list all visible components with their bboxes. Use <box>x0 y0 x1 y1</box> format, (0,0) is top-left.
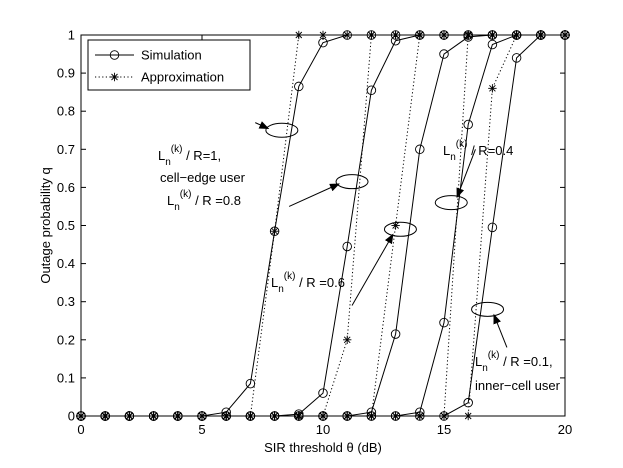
x-tick-label: 10 <box>316 422 330 437</box>
annotation-r04: Ln(k) / R=0.4 <box>434 139 513 211</box>
star-stroke <box>392 222 399 229</box>
data-point-star <box>488 84 497 93</box>
data-point-star <box>270 227 279 236</box>
y-tick-label: 0.5 <box>57 218 75 233</box>
annotation-label-line2: inner−cell user <box>475 378 561 393</box>
data-point-circle <box>366 85 377 95</box>
x-tick-label: 5 <box>198 422 205 437</box>
legend-label: Approximation <box>141 70 224 85</box>
annotation-arrow <box>288 183 340 207</box>
annotation-arrow <box>255 121 270 130</box>
annotation-ellipse <box>335 174 369 190</box>
annotation-ellipse <box>471 301 505 317</box>
legend-box <box>87 39 251 91</box>
annotation-ellipse <box>265 122 299 138</box>
y-tick-label: 0.2 <box>57 332 75 347</box>
legend-label: Simulation <box>141 48 202 63</box>
annotation-label: Ln(k) / R=1, <box>158 144 221 168</box>
x-axis-label: SIR threshold θ (dB) <box>264 440 382 455</box>
y-axis-label: Outage probability q <box>38 167 53 283</box>
y-tick-label: 0.4 <box>57 256 75 271</box>
annotation-arrow <box>351 233 394 306</box>
annotation-ellipse <box>434 195 468 211</box>
data-point-circle <box>439 49 449 59</box>
data-point-circle <box>294 81 304 92</box>
annotation-label-line2: cell−edge user <box>160 170 246 185</box>
data-point-circle <box>318 388 328 398</box>
data-point-circle <box>463 119 473 130</box>
y-tick-label: 0 <box>68 409 75 424</box>
data-point-circle <box>390 329 401 339</box>
annotation-label: Ln(k) / R=0.4 <box>443 139 513 163</box>
data-point-circle <box>439 317 449 328</box>
y-tick-label: 0.8 <box>57 104 75 119</box>
annotation-label: Ln(k) / R =0.1, <box>475 350 553 374</box>
star-stroke <box>343 336 351 344</box>
y-tick-label: 0.9 <box>57 66 75 81</box>
y-tick-label: 0.3 <box>57 294 75 309</box>
data-point-circle <box>487 222 498 233</box>
annotation-r1: Ln(k) / R=1, cell−edge user <box>158 121 299 185</box>
annotation-arrow <box>493 313 508 348</box>
x-tick-label: 20 <box>558 422 572 437</box>
annotation-arrow <box>456 149 476 199</box>
y-tick-label: 0.6 <box>57 180 75 195</box>
data-point-circle <box>342 241 352 252</box>
data-point-circle <box>511 53 522 63</box>
legend-entry-simulation: Simulation <box>95 48 202 63</box>
legend-star-icon <box>110 72 119 82</box>
data-point-circle <box>463 397 473 408</box>
annotation-r06: Ln(k) / R =0.6 <box>271 221 417 306</box>
data-point-circle <box>269 226 280 236</box>
annotation-label: Ln(k) / R =0.6 <box>271 271 345 295</box>
annotation-r08: Ln(k) / R =0.8 <box>167 174 369 213</box>
y-tick-label: 0.1 <box>57 370 75 385</box>
data-point-circle <box>415 144 425 155</box>
x-tick-label: 15 <box>437 422 451 437</box>
y-tick-label: 1 <box>68 28 75 43</box>
y-tick-label: 0.7 <box>57 142 75 157</box>
legend-entry-approximation: Approximation <box>95 70 224 85</box>
annotation-label: Ln(k) / R =0.8 <box>167 189 241 213</box>
annotation-ellipse <box>383 221 417 237</box>
legend-circle-icon <box>109 50 120 60</box>
data-point-circle <box>487 39 498 50</box>
star-stroke <box>111 73 118 81</box>
annotation-r01: Ln(k) / R =0.1, inner−cell user <box>471 301 561 393</box>
star-stroke <box>271 227 278 235</box>
star-stroke <box>489 85 496 92</box>
x-tick-label: 0 <box>77 422 84 437</box>
axes-layer: 0 5 10 15 20 0 0.1 0.2 0.3 0.4 0.5 0.6 0.7 0.8 0.9 1 <box>57 28 572 438</box>
data-point-star <box>343 335 352 344</box>
